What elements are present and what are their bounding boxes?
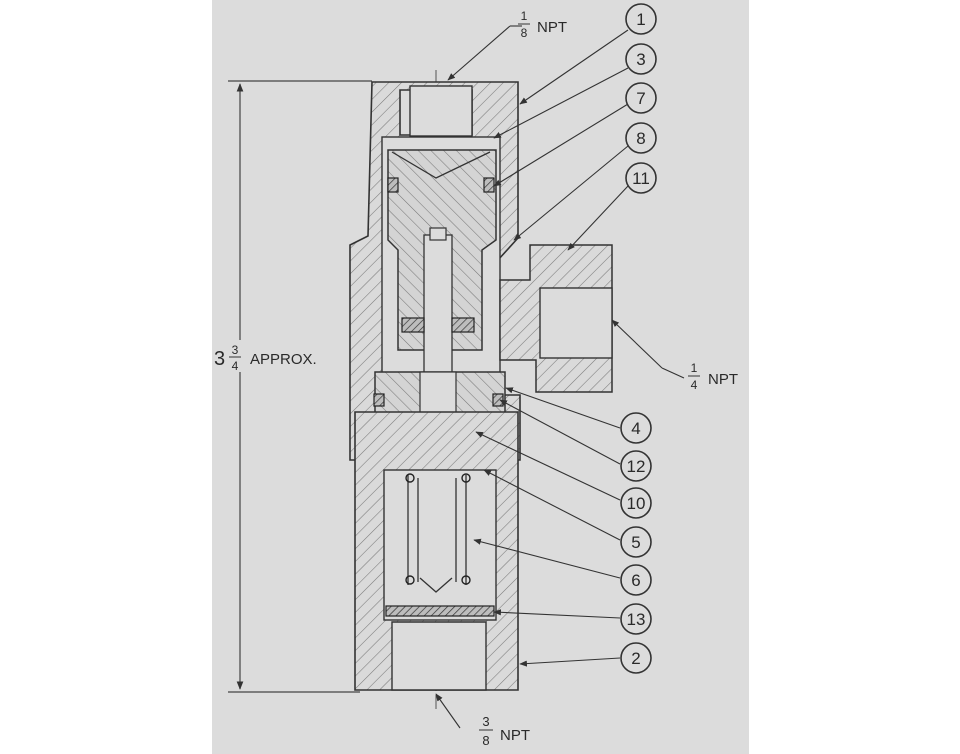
top-port-unit: NPT: [537, 19, 567, 36]
bottom-port-bore: [391, 621, 487, 691]
callout-circle-1: [625, 3, 657, 35]
top-port-bore: [409, 85, 473, 137]
callout-circle-4: [620, 412, 652, 444]
side-port-fraction-num: 1: [691, 361, 698, 375]
top-port-fraction-den: 8: [521, 26, 528, 40]
callout-number-11: 11: [632, 169, 650, 188]
callout-number-4: 4: [631, 419, 640, 438]
height-fraction-den: 4: [232, 359, 239, 373]
callout-number-10: 10: [627, 494, 646, 513]
seal-upper-right: [451, 317, 475, 333]
bottom-port-unit: NPT: [500, 727, 530, 744]
bottom-port-fraction-num: 3: [482, 714, 489, 729]
callout-circle-5: [620, 526, 652, 558]
o-ring-part-7-left: [387, 177, 399, 193]
side-port-unit: NPT: [708, 371, 738, 388]
lower-cavity: [383, 469, 497, 621]
spring-part-5: [407, 475, 467, 585]
height-label: 3 3 4 APPROX.: [214, 343, 317, 373]
plunger-cone: [391, 151, 491, 179]
callout-circle-6: [620, 564, 652, 596]
o-ring-part-7-right: [483, 177, 495, 193]
callout-circle-3: [625, 43, 657, 75]
bottom-port-label: 3 8 NPT: [479, 714, 530, 748]
spring-coil-bottom-left: [405, 575, 415, 585]
callout-circle-2: [620, 642, 652, 674]
callout-circle-12: [620, 450, 652, 482]
spring-seat-cone: [419, 577, 453, 593]
top-port-label: 1 8 NPT: [518, 9, 567, 40]
filter-screen-part-13: [385, 605, 495, 617]
bottom-port-fraction-den: 8: [482, 733, 489, 748]
side-port-bore: [539, 287, 613, 359]
side-port-label: 1 4 NPT: [688, 361, 738, 392]
callout-number-12: 12: [627, 457, 646, 476]
callout-number-5: 5: [631, 533, 640, 552]
height-whole: 3: [214, 348, 225, 370]
stem-tip: [429, 227, 447, 241]
spring-coil-top-right: [461, 473, 471, 483]
top-port-fraction-num: 1: [521, 9, 528, 23]
callout-number-1: 1: [636, 10, 645, 29]
callout-number-7: 7: [636, 89, 645, 108]
callout-number-6: 6: [631, 571, 640, 590]
callout-circle-13: [620, 603, 652, 635]
callout-circle-11: [625, 162, 657, 194]
seal-upper-left: [401, 317, 425, 333]
callout-number-13: 13: [627, 610, 646, 629]
callout-circle-7: [625, 82, 657, 114]
height-fraction-num: 3: [232, 343, 239, 357]
seat-bore: [419, 371, 457, 419]
spring-coil-bottom-right: [461, 575, 471, 585]
callout-leaders: [435, 25, 685, 729]
spring-coil-top-left: [405, 473, 415, 483]
height-unit: APPROX.: [250, 351, 317, 368]
side-port-fraction-den: 4: [691, 378, 698, 392]
o-ring-part-12-right: [492, 393, 504, 407]
o-ring-part-12-left: [373, 393, 385, 407]
callout-number-3: 3: [636, 50, 645, 69]
height-dimension-line: [228, 80, 372, 693]
callout-number-8: 8: [636, 129, 645, 148]
callout-circle-8: [625, 122, 657, 154]
callout-circle-10: [620, 487, 652, 519]
callout-number-2: 2: [631, 649, 640, 668]
